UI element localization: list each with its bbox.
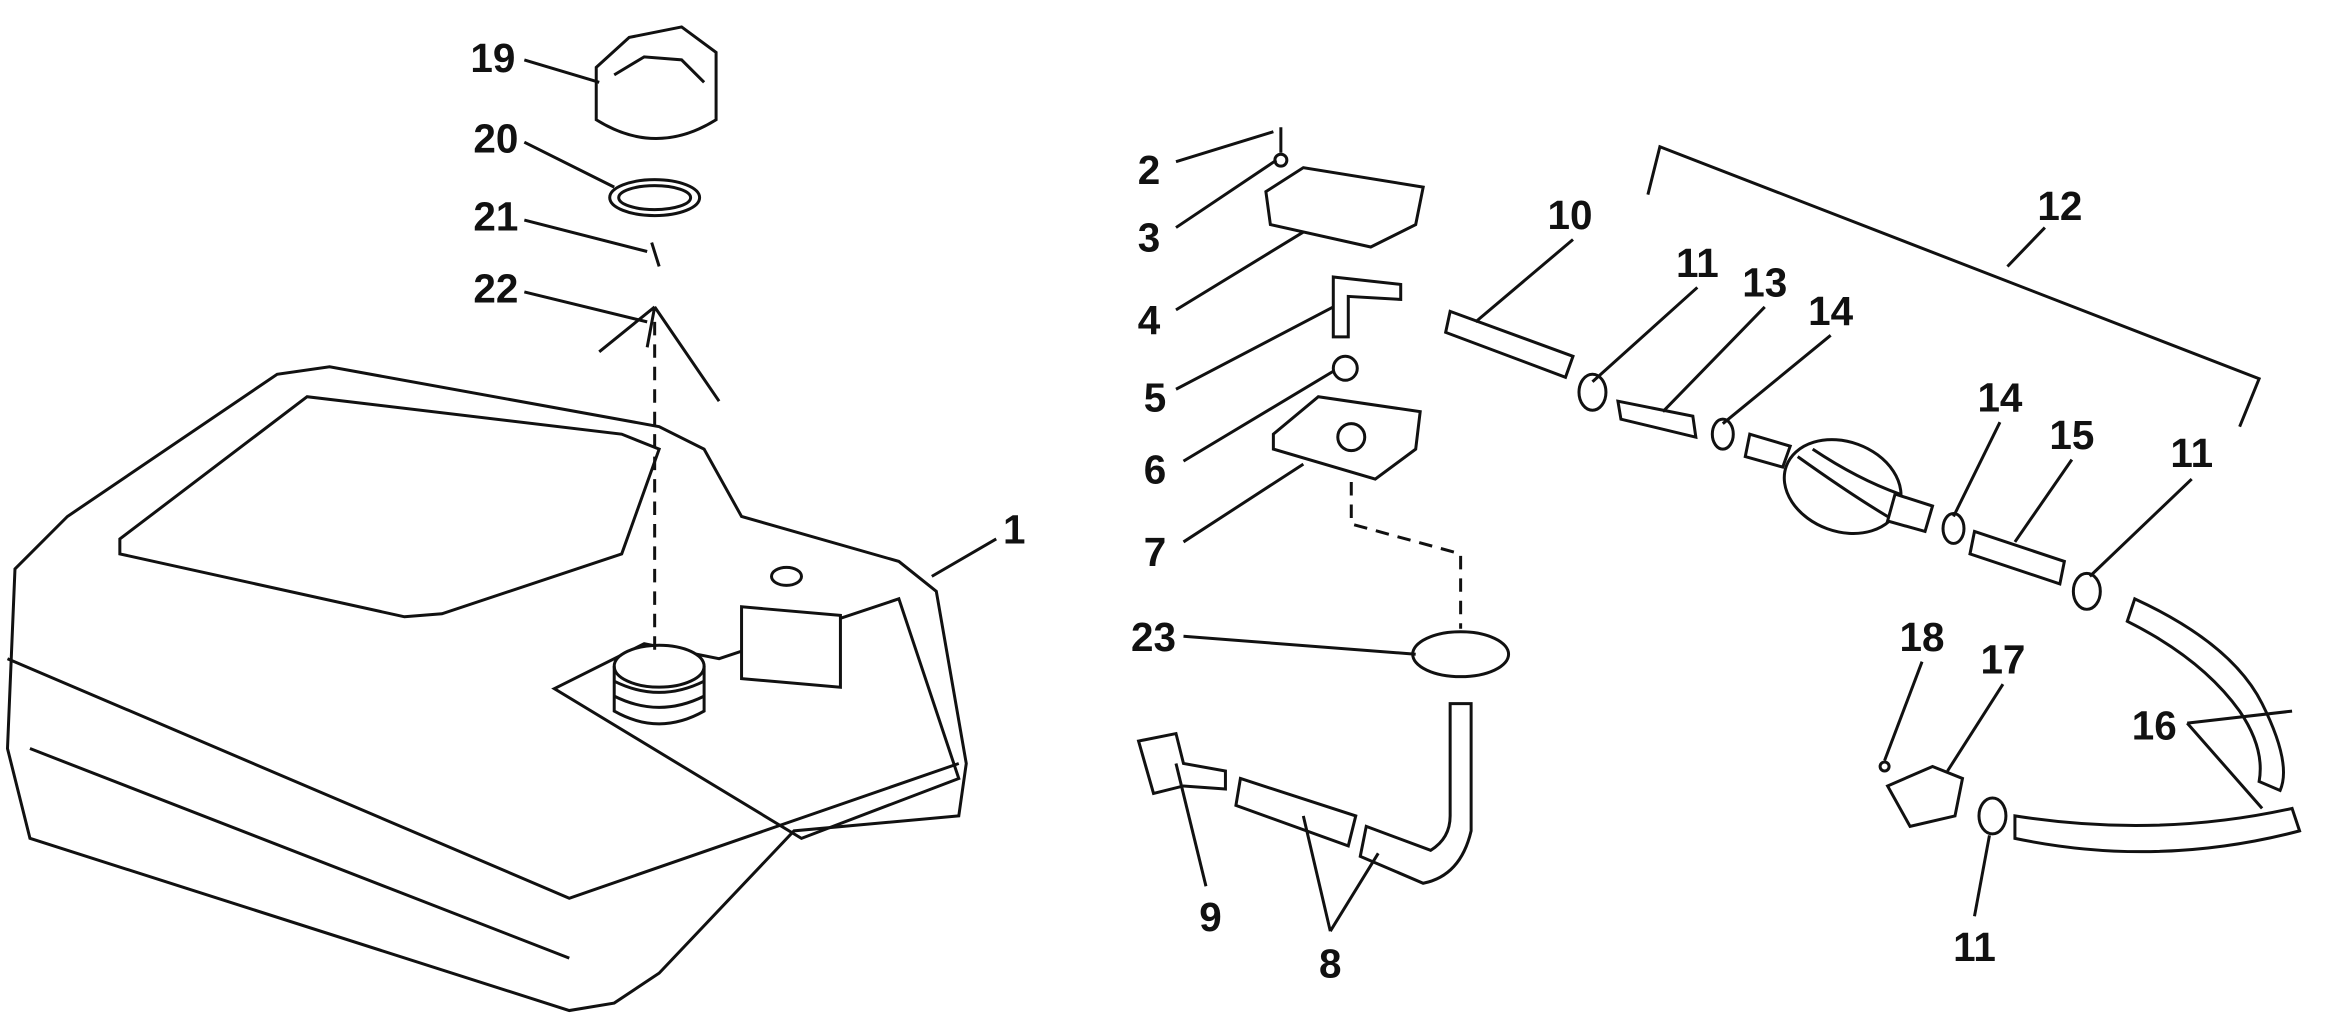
callout-18: 18	[1900, 614, 1945, 660]
callout-3: 3	[1138, 215, 1160, 261]
callout-1: 1	[1003, 506, 1025, 552]
callout-11: 11	[2170, 430, 2213, 476]
connector-part	[1968, 529, 2067, 586]
callout-16: 16	[2132, 703, 2177, 749]
o-ring-large-part	[1411, 630, 1511, 679]
callout-10: 10	[1548, 192, 1593, 238]
callout-labels: 19 20 21 22 1 2 3 4 5 6 7 23 9 8 10 11 1…	[470, 35, 2213, 987]
pickup-plate-port	[1336, 422, 1367, 453]
fitting-part	[1331, 275, 1403, 339]
bulb-outlet	[1885, 492, 1935, 534]
fuel-hose-part	[2013, 806, 2302, 854]
callout-13: 13	[1742, 259, 1787, 305]
clamp-part	[2071, 571, 2102, 611]
callout-2: 2	[1138, 147, 1160, 193]
callout-8: 8	[1319, 941, 1341, 987]
clamp-part	[1577, 372, 1608, 412]
retainer-part	[650, 242, 661, 267]
assembly-bracket-line	[1646, 144, 2262, 428]
leader-lines	[523, 58, 2293, 932]
bulb-neck	[1743, 432, 1793, 469]
callout-6: 6	[1144, 447, 1166, 493]
fuel-hose-part	[2125, 596, 2286, 793]
cover-plate-part	[1264, 166, 1425, 249]
strap-part	[598, 305, 721, 403]
connector-part	[1616, 399, 1698, 440]
callout-17: 17	[1980, 637, 2025, 683]
callout-23: 23	[1131, 614, 1176, 660]
check-valve-part	[1941, 512, 1966, 545]
filter-part	[1136, 731, 1227, 796]
callout-15: 15	[2049, 412, 2094, 458]
connector-fitting-part	[1885, 764, 1965, 829]
fuel-cap-part	[594, 25, 718, 140]
callout-4: 4	[1138, 297, 1161, 343]
callout-11: 11	[1953, 924, 1996, 970]
o-ring-part	[1331, 354, 1359, 382]
callout-9: 9	[1199, 894, 1221, 940]
cap-gasket-inner	[617, 184, 693, 212]
callout-12: 12	[2037, 183, 2082, 229]
callout-19: 19	[470, 35, 515, 81]
hose-10-part	[1443, 309, 1575, 380]
check-valve-part	[1710, 417, 1735, 451]
bulb-ribs	[1796, 447, 1901, 518]
callout-14: 14	[1808, 288, 1853, 334]
callout-14: 14	[1977, 375, 2022, 421]
callout-7: 7	[1144, 529, 1166, 575]
callout-21: 21	[473, 194, 518, 240]
clamp-part	[1977, 796, 2008, 836]
pickup-tube-part	[1358, 702, 1473, 885]
washer-part	[1273, 152, 1289, 168]
callout-11: 11	[1676, 240, 1719, 286]
pickup-dashed-line	[1349, 482, 1463, 629]
callout-5: 5	[1144, 375, 1166, 421]
o-ring-small-part	[1878, 760, 1891, 773]
callout-22: 22	[473, 265, 518, 311]
fuel-tank-part	[5, 365, 968, 1013]
callout-20: 20	[473, 116, 518, 162]
hose-part	[1234, 776, 1358, 848]
